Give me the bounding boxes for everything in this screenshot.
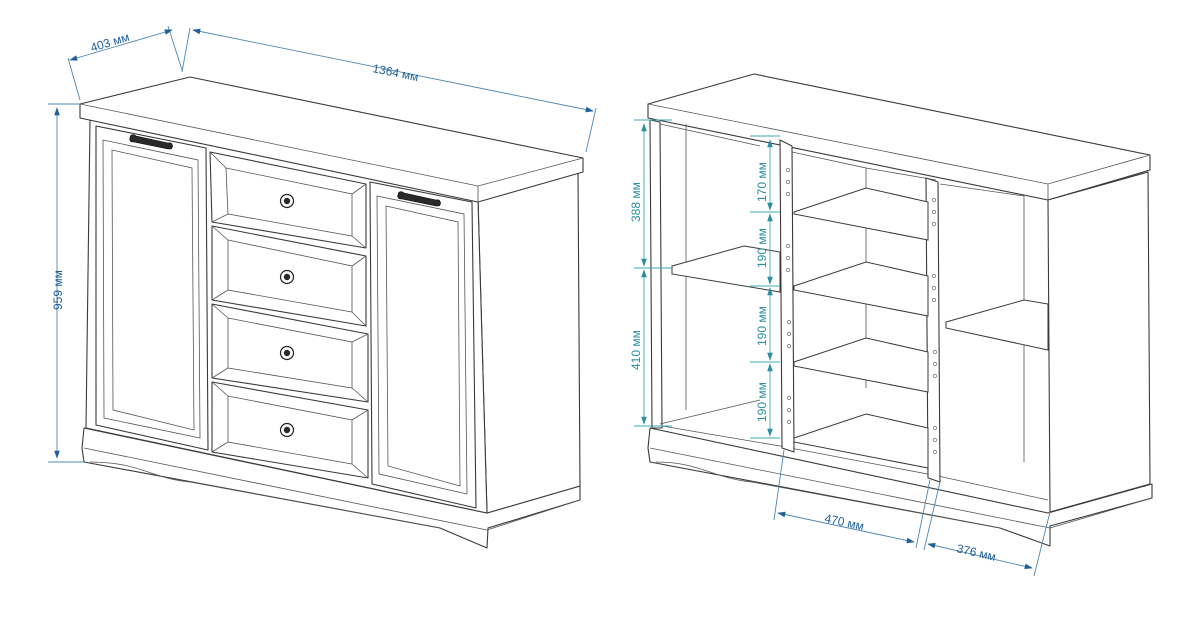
middle-shelf-3 xyxy=(793,337,929,393)
right-compartment-shelf xyxy=(945,299,1049,351)
middle-shelf-2 xyxy=(793,261,929,317)
shelf-gap-2-label: 190 мм xyxy=(755,228,769,268)
left-door xyxy=(95,125,209,451)
right-door xyxy=(369,181,477,509)
inner-width-right-label: 376 мм xyxy=(955,541,997,564)
shelf-gap-3-label: 190 мм xyxy=(755,306,769,346)
interior-left-side xyxy=(649,119,663,429)
left-compartment-shelf xyxy=(671,245,781,293)
drawer-stack xyxy=(209,151,369,479)
closed-dresser-view: 403 мм 1364 мм 959 мм xyxy=(48,25,597,549)
interior-right-side xyxy=(1047,171,1151,513)
drawer-4-knob-icon[interactable] xyxy=(279,422,295,438)
interior-top xyxy=(647,73,1151,201)
shelf-gap-4-label: 190 мм xyxy=(755,382,769,422)
shelf-gap-1-label: 170 мм xyxy=(755,162,769,202)
divider-right-peg-holes xyxy=(932,198,937,454)
dresser-side-panel xyxy=(477,171,581,514)
middle-shelf-1 xyxy=(793,187,929,241)
drawer-1-knob-icon[interactable] xyxy=(279,193,295,209)
right-door-handle-icon[interactable] xyxy=(397,191,441,207)
upper-section-label: 388 мм xyxy=(629,182,643,222)
height-label: 959 мм xyxy=(51,270,65,310)
depth-label: 403 мм xyxy=(89,30,131,55)
middle-divider-left xyxy=(779,139,795,453)
open-dresser-view: 388 мм 410 мм 170 мм 190 мм 190 мм 190 м… xyxy=(629,73,1153,577)
inner-width-left-label: 470 мм xyxy=(823,511,865,533)
middle-bottom-shelf xyxy=(793,413,929,469)
lower-section-label: 410 мм xyxy=(629,330,643,370)
divider-left-peg-holes xyxy=(786,168,791,424)
width-label: 1364 мм xyxy=(371,61,419,84)
drawer-3-knob-icon[interactable] xyxy=(279,345,295,361)
drawer-2-knob-icon[interactable] xyxy=(279,269,295,285)
left-door-handle-icon[interactable] xyxy=(129,134,173,150)
